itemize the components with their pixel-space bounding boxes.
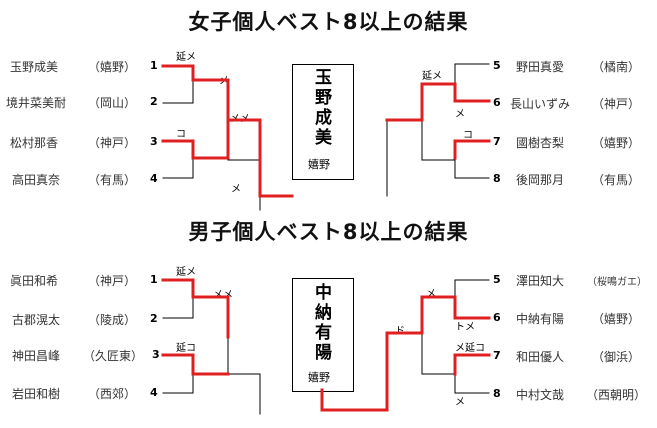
women-mark-1: 延メ [176, 52, 196, 63]
men-player-7-school: （御浜） [591, 350, 641, 364]
women-title: 女子個人ベスト8以上の結果 [188, 10, 469, 34]
men-player-4-name: 岩田和樹 [12, 387, 61, 401]
women-player-6-school: （神戸） [591, 97, 641, 111]
women-player-5-school: （橘南） [591, 60, 641, 74]
women-player-5-name: 野田真愛 [516, 60, 565, 74]
women-player-4-school: （有馬） [87, 173, 137, 187]
women-player-1-name: 玉野成美 [10, 60, 59, 74]
men-mark-6: メ延コ [455, 343, 485, 354]
women-player-6-num: 6 [493, 96, 501, 109]
women-player-8-school: （有馬） [591, 173, 641, 187]
men-mark-8: メ [455, 397, 465, 408]
men-player-5-school: （桜鳴ガエ） [587, 277, 647, 288]
men-winner-box [292, 278, 354, 392]
men-player-1-num: 1 [150, 273, 158, 286]
women-player-8-name: 後岡那月 [516, 173, 565, 187]
men-mark-5: トメ [455, 322, 475, 333]
women-left-winning-path [161, 64, 294, 198]
men-player-2-name: 古郡滉太 [12, 313, 61, 327]
women-right-winning-path [385, 82, 491, 160]
men-player-2-school: （陵成） [87, 313, 137, 327]
women-player-3-num: 3 [150, 135, 158, 148]
women-mark-6: 延メ [422, 71, 442, 82]
women-mark-7: メ [455, 109, 465, 120]
men-player-2-num: 2 [150, 312, 158, 325]
women-mark-5: メ [231, 184, 241, 195]
men-player-6-school: （嬉野） [591, 312, 641, 326]
women-player-6-name: 長山いずみ [510, 97, 571, 111]
men-title: 男子個人ベスト8以上の結果 [188, 220, 469, 244]
men-player-4-num: 4 [150, 386, 158, 399]
women-player-2-name: 境井菜美耐 [6, 96, 67, 110]
women-player-2-num: 2 [150, 95, 158, 108]
women-player-7-school: （嬉野） [591, 136, 641, 150]
men-player-5-num: 5 [493, 273, 501, 286]
men-player-3-num: 3 [152, 348, 160, 361]
men-player-4-school: （西郊） [87, 387, 137, 401]
men-player-7-name: 和田優人 [516, 350, 565, 364]
women-player-5-num: 5 [493, 59, 501, 72]
women-player-4-num: 4 [150, 172, 158, 185]
men-player-7-num: 7 [493, 349, 501, 362]
women-winner-box [292, 64, 354, 180]
men-player-8-school: （西朝明） [585, 388, 647, 402]
men-player-8-name: 中村文哉 [516, 388, 565, 402]
women-mark-8: コ [463, 130, 473, 141]
men-player-5-name: 澤田知大 [516, 274, 565, 288]
men-mark-4: メ [426, 289, 436, 300]
men-player-6-num: 6 [493, 311, 501, 324]
men-player-8-num: 8 [493, 387, 501, 400]
women-player-7-name: 國樹杏梨 [516, 136, 565, 150]
men-winner-school: 嬉野 [308, 371, 330, 384]
women-mark-3: コ [176, 129, 186, 140]
women-winner-name: 玉野成美 [311, 68, 331, 148]
women-player-2-school: （岡山） [87, 96, 137, 110]
women-player-3-school: （神戸） [87, 136, 137, 150]
women-player-1-school: （嬉野） [87, 60, 137, 74]
men-player-1-school: （神戸） [87, 274, 137, 288]
women-player-4-name: 高田真奈 [12, 173, 61, 187]
men-player-6-name: 中納有陽 [516, 312, 565, 326]
women-winner-school: 嬉野 [308, 158, 330, 171]
men-right-winning-path [320, 295, 491, 412]
men-player-1-name: 眞田和希 [10, 274, 59, 288]
women-player-7-num: 7 [493, 135, 501, 148]
men-player-3-school: （久匠東） [82, 349, 144, 363]
men-mark-3: 延コ [176, 343, 196, 354]
women-player-1-num: 1 [150, 59, 158, 72]
women-left-bracket-lines [162, 78, 261, 211]
women-player-8-num: 8 [493, 172, 501, 185]
men-player-3-name: 神田昌峰 [12, 349, 61, 363]
men-winner-name: 中納有陽 [311, 283, 331, 363]
men-mark-1: 延メ [176, 267, 196, 278]
women-player-3-name: 松村那香 [10, 136, 59, 150]
men-left-winning-path [161, 278, 230, 376]
